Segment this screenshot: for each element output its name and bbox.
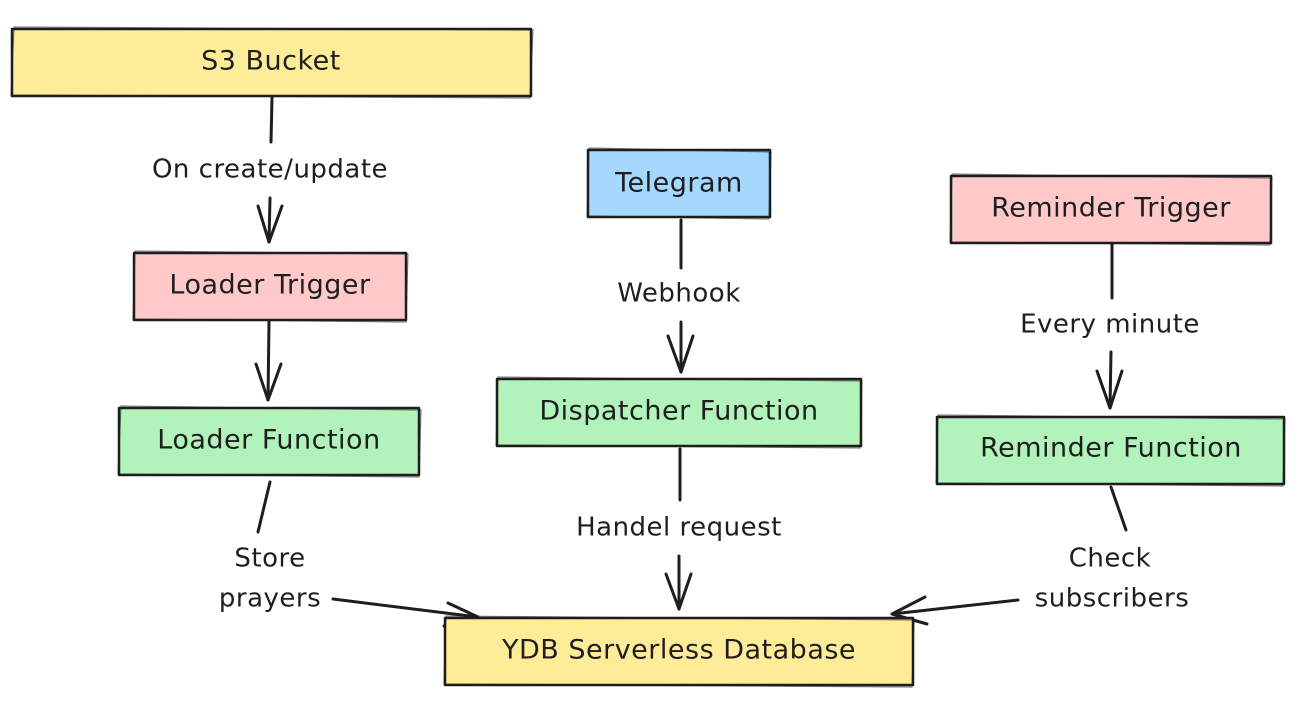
edge-telegram-to-dispatcher: Webhook — [617, 218, 741, 374]
node-box-sketch — [495, 376, 863, 449]
node-telegram: Telegram — [586, 147, 772, 220]
edge-label-handel-request: Handel request — [576, 513, 782, 543]
node-loader-function: Loader Function — [117, 405, 422, 478]
node-ydb-serverless-database: YDB Serverless Database — [443, 615, 915, 688]
edge-reminder-to-ydb: Check subscribers — [890, 485, 1190, 626]
node-label: Loader Trigger — [169, 270, 371, 301]
node-box-sketch — [10, 26, 534, 99]
edge-label-store: Store — [234, 544, 305, 574]
edge-dispatcher-to-ydb: Handel request — [576, 447, 782, 611]
node-box-sketch — [117, 405, 422, 478]
edge-line — [269, 96, 274, 144]
node-label: S3 Bucket — [201, 46, 341, 77]
edge-line — [256, 480, 272, 534]
node-box — [443, 616, 915, 687]
edge-line — [1109, 485, 1128, 532]
arrowhead — [666, 334, 695, 374]
edge-label-prayers: prayers — [219, 584, 321, 614]
node-box — [132, 251, 408, 322]
node-box-sketch — [949, 173, 1273, 246]
arrowhead — [254, 362, 283, 402]
node-label: Reminder Function — [980, 433, 1242, 464]
edge-line — [266, 320, 271, 402]
node-label: YDB Serverless Database — [501, 635, 856, 666]
edge-line — [890, 598, 1020, 616]
node-box-sketch — [132, 250, 409, 323]
edge-label-subscribers: subscribers — [1035, 584, 1190, 614]
node-label: Reminder Trigger — [991, 193, 1231, 224]
edge-loader-trigger-to-function — [254, 320, 283, 402]
edge-label-every-minute: Every minute — [1020, 310, 1200, 340]
edge-s3-to-loader-trigger: On create/update — [152, 96, 388, 244]
node-loader-trigger: Loader Trigger — [132, 250, 409, 323]
node-box-sketch — [443, 615, 915, 688]
arrowhead — [1095, 369, 1124, 410]
arrowhead — [664, 572, 693, 611]
edge-label-check: Check — [1069, 544, 1151, 574]
node-label: Loader Function — [157, 425, 380, 456]
node-label: Dispatcher Function — [539, 396, 818, 427]
edge-loader-to-ydb: Store prayers — [219, 480, 480, 628]
node-dispatcher-function: Dispatcher Function — [495, 376, 863, 449]
node-label: Telegram — [614, 168, 743, 199]
arrowhead — [256, 204, 284, 244]
node-s3-bucket: S3 Bucket — [10, 26, 534, 99]
node-box-sketch — [935, 414, 1286, 487]
node-box-sketch — [586, 147, 772, 220]
node-reminder-trigger: Reminder Trigger — [949, 173, 1273, 246]
edge-reminder-trigger-to-function: Every minute — [1020, 242, 1200, 410]
node-reminder-function: Reminder Function — [935, 414, 1286, 487]
edge-label-on-create-update: On create/update — [152, 155, 388, 185]
edge-line — [267, 196, 272, 244]
edge-line — [1108, 350, 1113, 410]
edge-label-webhook: Webhook — [617, 279, 741, 309]
arrowhead — [890, 595, 929, 626]
edge-line — [331, 597, 480, 619]
